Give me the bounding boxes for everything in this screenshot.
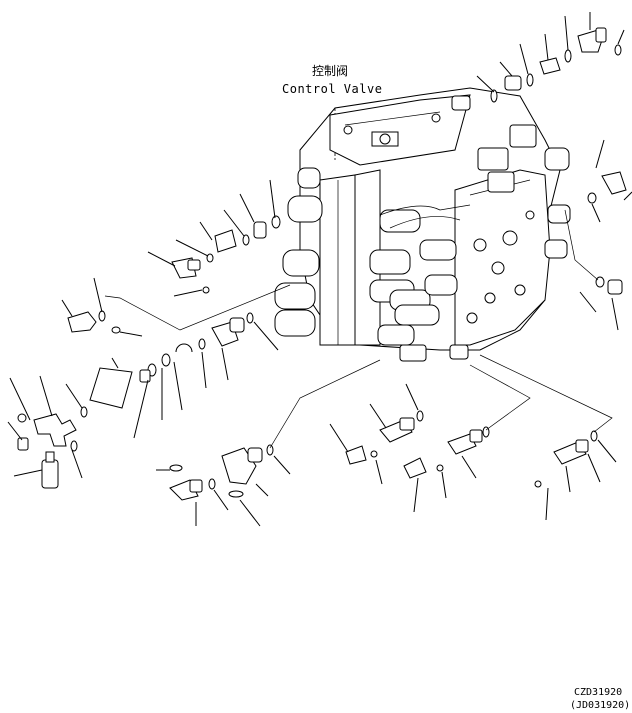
top-right-fittings bbox=[476, 12, 625, 103]
figure-code: CZD31920 bbox=[574, 687, 623, 698]
top-fittings bbox=[379, 95, 537, 229]
title-english: Control Valve bbox=[282, 82, 383, 96]
left-side-fittings bbox=[7, 277, 279, 489]
upper-left-fittings bbox=[104, 179, 291, 331]
lower-elbow-group bbox=[156, 359, 381, 527]
right-fittings bbox=[564, 139, 632, 331]
left-spools bbox=[274, 167, 323, 337]
solenoid-stack bbox=[369, 209, 458, 346]
control-valve-assembly bbox=[274, 87, 571, 362]
lower-middle-fittings bbox=[329, 354, 617, 521]
title-chinese: 控制阀 bbox=[312, 64, 349, 78]
figure-code-alt: (JD031920) bbox=[570, 700, 631, 711]
